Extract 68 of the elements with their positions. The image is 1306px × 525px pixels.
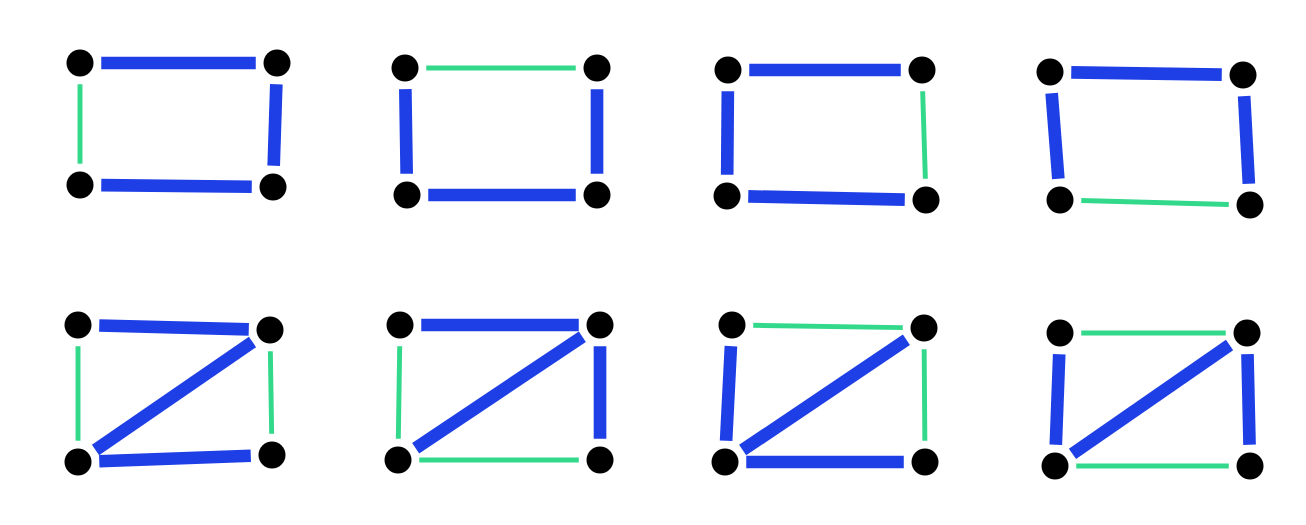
graph-edge [1241,354,1256,445]
vertex-dot [259,173,287,201]
graph-edge [748,190,905,206]
vertex-dot [64,448,92,476]
graph-edge [720,91,735,175]
vertex-dot [384,446,412,474]
vertex-dot [586,446,614,474]
graph-edge [1237,95,1256,185]
graph-edge [1076,463,1229,469]
graph-edge [1081,330,1226,336]
graph-edge [99,319,249,336]
vertex-dot [1036,58,1064,86]
graph-edge [267,351,275,434]
vertex-dot [910,314,938,342]
vertex-dot [1236,452,1264,480]
vertex-dot [391,54,419,82]
vertex-dot [256,316,284,344]
vertex-dot [1046,319,1074,347]
vertex-dot [393,181,421,209]
vertex-dot [66,49,94,77]
graph-edge [921,349,928,441]
graph-edge [91,336,257,456]
graph-edge [1071,66,1222,81]
graph-edge [101,178,252,194]
vertex-dot [1233,319,1261,347]
vertex-dot [911,448,939,476]
graph-edge [1081,198,1229,207]
graph-edge [1049,354,1066,445]
vertex-dot [713,182,741,210]
graph-edge [267,84,283,166]
vertex-dot [1041,452,1069,480]
graph-edge [739,334,910,456]
graph-edge [412,331,586,454]
vertex-dot [1229,61,1257,89]
graph-edge [421,318,579,332]
graph-edge [395,346,403,439]
vertex-dot [64,311,92,339]
graph-edge [77,84,83,164]
vertex-dot [66,171,94,199]
graph-edge [746,455,904,469]
graph-edge [749,63,901,77]
vertex-dot [714,56,742,84]
graph-edge [1068,339,1234,460]
vertex-dot [386,311,414,339]
vertex-dot [912,186,940,214]
vertex-dot [258,441,286,469]
vertex-dot [586,311,614,339]
vertex-dot [1046,186,1074,214]
graph-edge [590,89,604,174]
vertex-dot [908,56,936,84]
vertex-dot [583,54,611,82]
vertex-dot [583,181,611,209]
graph-edge [426,65,576,71]
graph-edge [920,91,928,179]
graph-edge [99,449,251,468]
graph-edge [428,188,576,202]
vertex-dot [718,311,746,339]
graph-edge [719,345,738,442]
graph-edge [399,89,413,174]
graph-edge [419,457,579,463]
vertex-dot [711,448,739,476]
graph-edge [101,56,256,70]
graph-edge [753,322,903,331]
graph-edge [593,346,607,439]
graph-edge [1045,92,1065,180]
vertex-dot [263,49,291,77]
vertex-dot [1236,191,1264,219]
graph-edge [75,346,81,441]
